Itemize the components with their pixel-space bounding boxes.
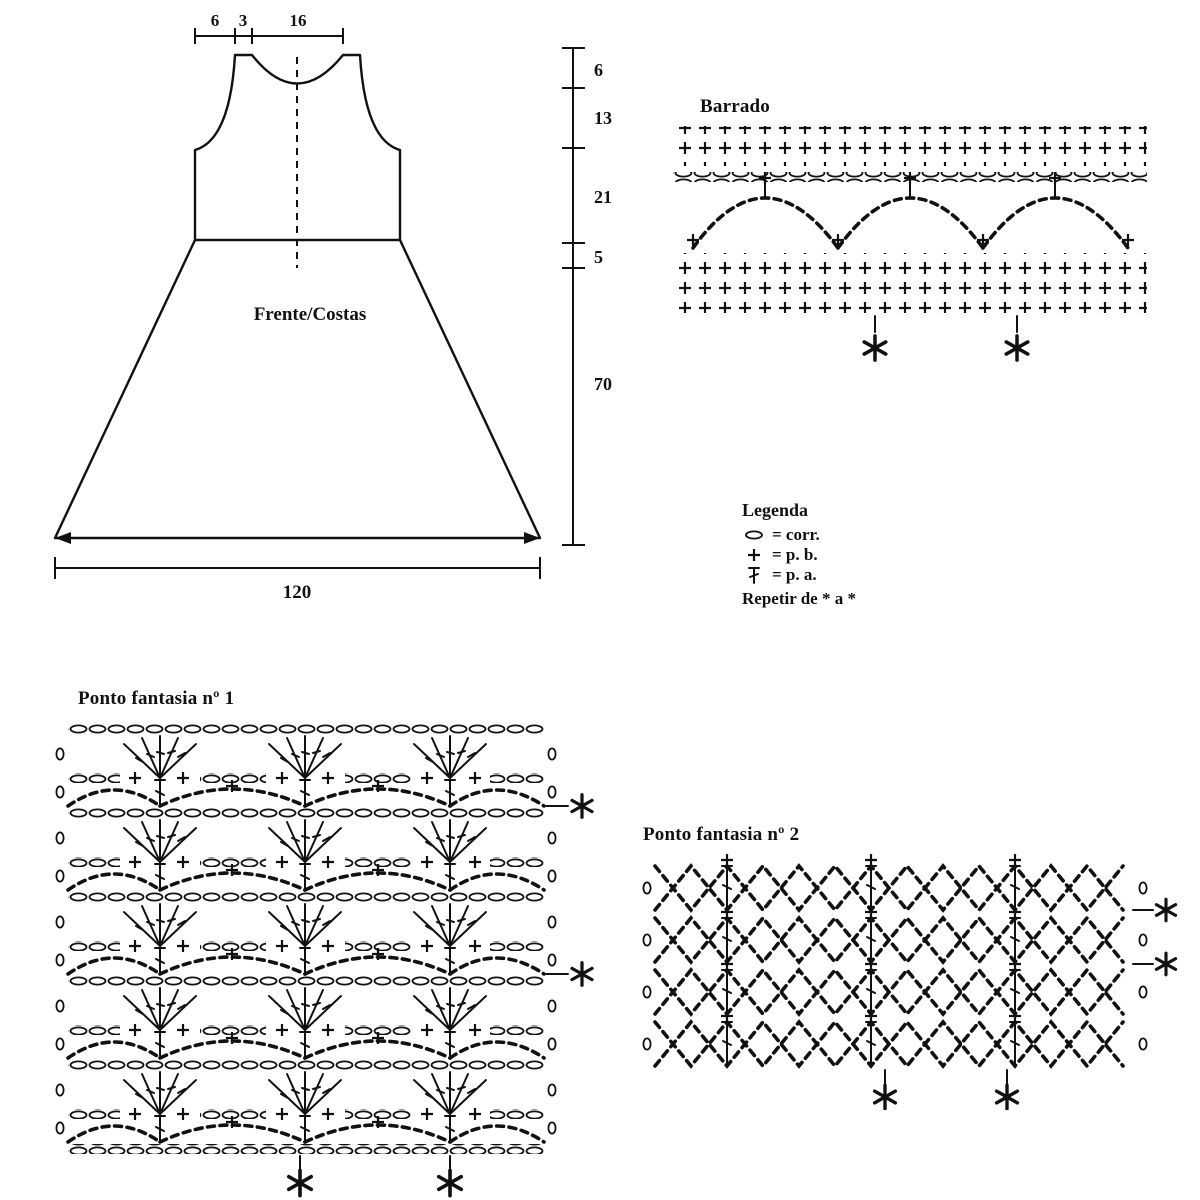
legend: Legenda = corr. = p. b. = p. a. Repetir … <box>742 500 972 609</box>
top-dimension-lines: 6 3 16 <box>194 11 344 44</box>
right-dimension-lines: 6 13 21 5 70 <box>562 47 612 546</box>
legend-item-label: = p. a. <box>772 565 817 584</box>
ponto2-bottom-repeat-markers <box>872 1069 1020 1110</box>
bottom-measure-120: 120 <box>283 582 312 603</box>
ponto1-bands <box>56 724 555 1142</box>
top-measure-3: 3 <box>239 11 248 30</box>
ponto1-title: Ponto fantasia nº 1 <box>78 688 235 709</box>
right-measure-5: 5 <box>594 247 603 267</box>
barrado-chart <box>673 126 1147 362</box>
ponto2-chart <box>635 848 1178 1110</box>
legend-title: Legenda <box>742 500 809 520</box>
ponto2-title: Ponto fantasia nº 2 <box>643 824 800 845</box>
dress-schematic: 6 3 16 Frente/Costas 120 6 13 21 5 70 <box>53 11 612 603</box>
right-measure-6: 6 <box>594 60 603 80</box>
legend-item-label: = corr. <box>772 525 820 544</box>
asterisk-marker <box>1154 951 1178 977</box>
barrado-arch-row <box>685 172 1136 248</box>
right-measure-70: 70 <box>594 374 612 394</box>
asterisk-marker <box>994 1083 1020 1110</box>
double-crochet-icon <box>748 567 760 584</box>
ponto1-right-repeat-markers <box>545 793 594 987</box>
schematic-label: Frente/Costas <box>254 304 367 325</box>
right-measure-13: 13 <box>594 108 612 128</box>
legend-item-label: = p. b. <box>772 545 818 564</box>
asterisk-marker <box>570 961 594 987</box>
ponto2-lattice <box>643 854 1146 1066</box>
asterisk-marker <box>862 334 888 362</box>
asterisk-marker <box>286 1168 314 1198</box>
plus-icon <box>748 549 760 561</box>
legend-item-sc: = p. b. <box>742 545 972 565</box>
dress-outline <box>53 53 542 544</box>
right-measure-21: 21 <box>594 187 612 207</box>
barrado-title: Barrado <box>700 96 771 117</box>
barrado-repeat-markers <box>862 315 1030 362</box>
barrado-bottom-sc-rows <box>673 253 1147 313</box>
ponto1-bottom-repeat-markers <box>286 1155 464 1198</box>
asterisk-marker <box>1004 334 1030 362</box>
legend-repeat-note: Repetir de * a * <box>742 589 856 608</box>
barrado-top-sc-rows <box>673 126 1147 166</box>
chain-icon <box>745 530 763 540</box>
legend-item-chain: = corr. <box>742 525 972 545</box>
hem-arrow-right <box>524 532 540 544</box>
ponto2-right-repeat-markers <box>1132 897 1178 977</box>
asterisk-marker <box>1154 897 1178 923</box>
ponto1-foundation-chain <box>68 1144 544 1154</box>
asterisk-marker <box>872 1083 898 1110</box>
ponto1-chart <box>50 706 594 1198</box>
top-measure-16: 16 <box>290 11 307 30</box>
asterisk-marker <box>436 1168 464 1198</box>
hem-arrow-left <box>55 532 71 544</box>
asterisk-marker <box>570 793 594 819</box>
top-measure-6: 6 <box>211 11 220 30</box>
legend-item-dc: = p. a. <box>742 565 972 585</box>
bottom-dimension-line: 120 <box>54 557 541 603</box>
